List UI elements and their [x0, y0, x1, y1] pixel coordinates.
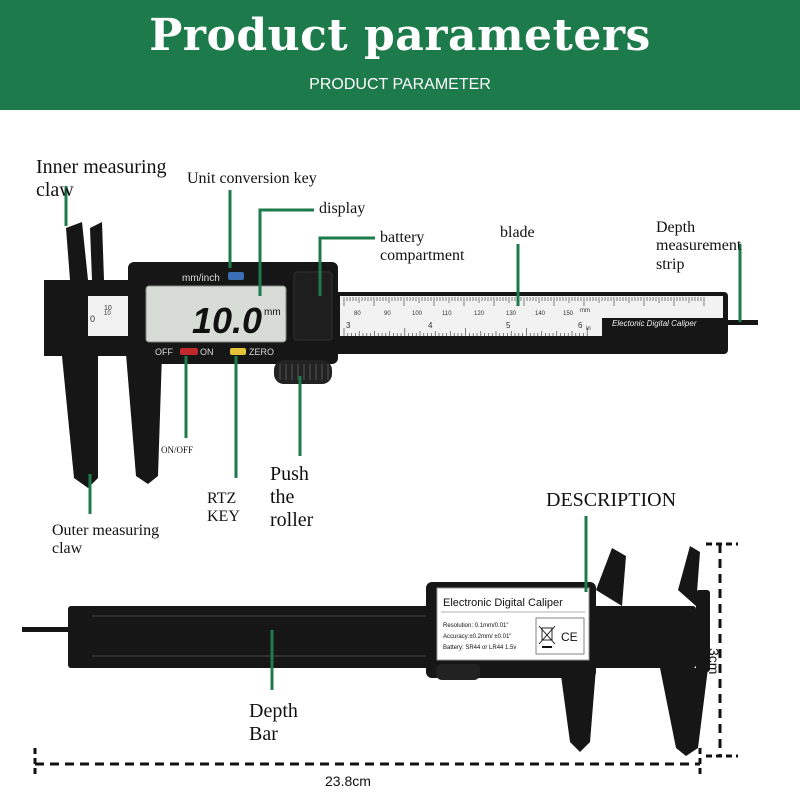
mm-number: 110 [442, 311, 452, 317]
blade-scale-mm [340, 296, 723, 318]
back-fixed-jaw [660, 668, 708, 756]
mm-ticks [343, 297, 705, 306]
depth-strip [728, 320, 758, 325]
mm-number: 140 [535, 311, 546, 317]
spec-accuracy: Accuracy:±0.2mm/ ±0.01" [443, 634, 511, 640]
in-number: 6 [578, 321, 583, 330]
label-width-dim: 23.8cm [325, 773, 371, 789]
spec-label-card [436, 587, 590, 661]
back-inner-claw-2 [678, 546, 700, 606]
back-inner-claw-1 [596, 548, 626, 606]
inner-claw-right [90, 222, 104, 280]
label-display: display [319, 200, 366, 217]
weee-bin-icon [538, 625, 556, 648]
mm-number: 10 [104, 311, 111, 317]
sliding-jaw [126, 354, 162, 484]
in-number: 5 [506, 321, 511, 330]
label-height-dim: 3cm [706, 648, 722, 675]
page-subtitle: PRODUCT PARAMETER [309, 76, 491, 93]
inner-claw-left [66, 222, 88, 280]
label-outer-claw: Outer measuring claw [52, 522, 160, 558]
zero-label: ZERO [249, 347, 274, 357]
dimension-height [706, 542, 738, 758]
off-label: OFF [155, 347, 173, 357]
scale-unit-in: in [586, 326, 591, 332]
label-description: DESCRIPTION [546, 489, 677, 511]
pointer-lines [64, 186, 742, 690]
spec-battery: Battery: SR44 or LR44 1.5v [443, 645, 516, 651]
mm-number: 130 [506, 311, 517, 317]
header-banner: Product parameters PRODUCT PARAMETER [0, 0, 800, 110]
blade-scale-in [340, 318, 602, 336]
dimension-width [33, 748, 702, 778]
thumb-roller [274, 360, 332, 384]
mm-number: 120 [474, 311, 485, 317]
back-caliper [22, 546, 710, 756]
cert-box [535, 617, 585, 655]
label-depth-strip: Depth measurement strip [656, 219, 742, 273]
back-jaw-end [696, 590, 710, 672]
pointer-battery [318, 236, 375, 296]
front-caliper [44, 222, 758, 488]
label-battery: battery compartment [380, 229, 465, 265]
in-number: 3 [346, 321, 351, 330]
jaw-scale-10: 10 [104, 305, 112, 312]
in-number: 4 [428, 321, 433, 330]
lcd-reading: 10.0 [192, 300, 262, 341]
jaw-scale [88, 296, 128, 336]
mm-numbers: 10 80 90 100 110 120 130 140 150 [104, 311, 574, 317]
back-roller [436, 664, 480, 680]
back-sliding-jaw [560, 668, 596, 752]
label-on-off: ON/OFF [161, 445, 194, 455]
page-title: Product parameters [149, 10, 651, 61]
lcd-display [145, 285, 287, 343]
label-push-roller: Push the roller [270, 463, 314, 531]
on-off-button[interactable] [180, 348, 198, 355]
pointer-display [258, 208, 314, 296]
mm-number: 100 [412, 311, 423, 317]
jaw-scale-0: 0 [90, 314, 95, 324]
on-label: ON [200, 347, 214, 357]
unit-label: mm/inch [182, 273, 220, 284]
battery-compartment [293, 271, 333, 341]
mm-number: 90 [384, 311, 391, 317]
ce-mark: CE [561, 630, 578, 644]
label-depth-bar: Depth Bar [249, 700, 298, 745]
label-inner-claw: Inner measuring claw [36, 156, 167, 201]
label-blade: blade [500, 224, 535, 241]
label-unit-key: Unit conversion key [187, 170, 317, 187]
depth-rod [22, 627, 72, 632]
roller-ridges [279, 364, 329, 380]
blade-brand: Electonic Digital Caliper [612, 319, 697, 328]
lcd-unit: mm [264, 307, 281, 318]
mm-number: 150 [563, 311, 574, 317]
spec-title: Electronic Digital Caliper [443, 597, 563, 609]
spec-resolution: Resolution: 0.1mm/0.01" [443, 623, 509, 629]
in-numbers: 3 4 5 6 [346, 321, 583, 330]
in-ticks [343, 328, 588, 336]
unit-button[interactable] [228, 272, 244, 280]
label-rtz-key: RTZ KEY [207, 490, 240, 526]
mm-number: 80 [354, 311, 361, 317]
zero-button[interactable] [230, 348, 246, 355]
scale-unit-mm: mm [580, 308, 590, 314]
